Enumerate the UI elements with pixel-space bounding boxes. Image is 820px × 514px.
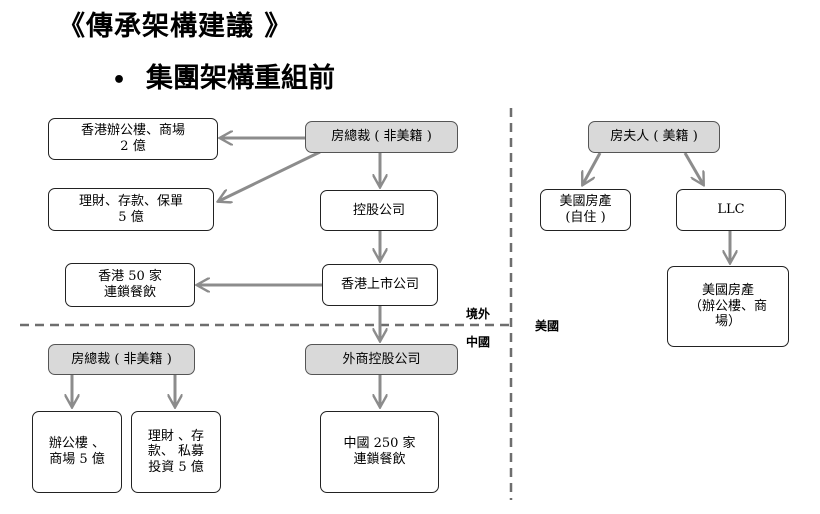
box-china-office-line-1: 辦公樓 、: [48, 436, 106, 452]
zone-label-china: 中國: [466, 335, 491, 349]
box-holding-company-line-1: 控股公司: [352, 202, 405, 218]
zone-label-offshore: 境外: [466, 307, 491, 321]
box-china-finance: 理財 、存 款、 私募 投資 5 億: [131, 411, 221, 493]
box-madam: 房夫人 ( 美籍 ): [588, 121, 720, 153]
box-us-property: 美國房產 （辦公樓、商 場）: [667, 266, 789, 347]
box-president-offshore-line-1: 房總裁 ( 非美籍 ): [331, 129, 432, 145]
box-hk-restaurants-line-2: 連鎖餐飲: [103, 285, 156, 300]
box-finance-offshore-line-1: 理財、存款、保單: [78, 193, 183, 209]
box-llc-line-1: LLC: [717, 202, 745, 218]
box-us-home-line-2: (自住 ): [565, 210, 606, 225]
box-madam-line-1: 房夫人 ( 美籍 ): [610, 129, 698, 145]
box-us-home-line-1: 美國房產: [559, 194, 612, 210]
box-china-finance-line-3: 投資 5 億: [148, 459, 204, 475]
box-hk-restaurants: 香港 50 家 連鎖餐飲: [65, 263, 195, 307]
box-us-property-line-2: （辦公樓、商: [688, 298, 767, 314]
box-hk-listed-company: 香港上市公司: [322, 264, 438, 306]
box-llc: LLC: [676, 189, 786, 231]
box-china-office: 辦公樓 、 商場 5 億: [32, 411, 122, 493]
box-foreign-holding: 外商控股公司: [305, 344, 458, 375]
arrow-madam-to-llc: [683, 152, 703, 184]
box-hk-listed-company-line-1: 香港上市公司: [340, 277, 419, 293]
page-title: 《傳承架構建議 》: [58, 11, 293, 42]
box-china-finance-line-2: 款、 私募: [147, 444, 205, 460]
box-finance-offshore: 理財、存款、保單 5 億: [48, 188, 214, 231]
box-us-property-line-1: 美國房產: [701, 283, 754, 299]
box-president-offshore: 房總裁 ( 非美籍 ): [305, 121, 458, 153]
box-president-china: 房總裁 ( 非美籍 ): [48, 344, 195, 375]
box-china-restaurants-line-1: 中國 250 家: [343, 436, 416, 452]
section-subtitle: • 集團架構重組前: [112, 56, 335, 95]
box-china-finance-line-1: 理財 、存: [147, 428, 205, 444]
box-finance-offshore-line-2: 5 億: [118, 209, 144, 225]
box-hk-property: 香港辦公樓、商場 2 億: [48, 118, 218, 160]
arrow-madam-to-us-home: [583, 152, 602, 184]
box-hk-property-line-2: 2 億: [120, 139, 146, 154]
box-us-property-line-3: 場）: [714, 314, 741, 330]
box-china-office-line-2: 商場 5 億: [49, 452, 105, 467]
arrow-president-to-finance: [219, 150, 321, 201]
box-hk-property-line-1: 香港辦公樓、商場: [80, 123, 185, 139]
box-president-china-line-1: 房總裁 ( 非美籍 ): [71, 351, 172, 367]
zone-label-usa: 美國: [535, 319, 560, 333]
box-holding-company: 控股公司: [320, 190, 438, 231]
subtitle-text: 集團架構重組前: [146, 63, 335, 94]
box-china-restaurants: 中國 250 家 連鎖餐飲: [320, 411, 439, 493]
box-us-home: 美國房產 (自住 ): [540, 189, 631, 231]
bullet-icon: •: [112, 68, 127, 93]
box-china-restaurants-line-2: 連鎖餐飲: [353, 452, 406, 467]
box-foreign-holding-line-1: 外商控股公司: [342, 351, 421, 367]
box-hk-restaurants-line-1: 香港 50 家: [98, 269, 162, 285]
